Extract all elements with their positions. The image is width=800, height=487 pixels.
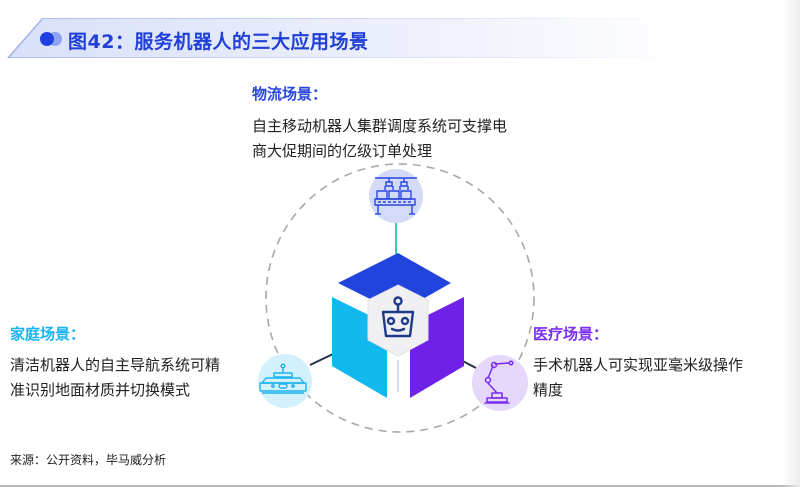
title-bar [0,18,800,58]
figure-title: 图42：服务机器人的三大应用场景 [68,31,369,53]
logistics-description-line: 商大促期间的亿级订单处理 [252,142,433,160]
medical-description-line: 手术机器人可实现亚毫米级操作 [533,356,744,374]
medical-label: 医疗场景： [533,325,609,343]
home-label: 家庭场景： [10,325,86,343]
medical-icon-circle [472,355,528,411]
home-description-line: 准识别地面材质并切换模式 [10,381,191,399]
robot-face-icon [381,296,415,338]
medical-description: 手术机器人可实现亚毫米级操作 精度 [533,353,743,403]
logistics-description: 自主移动机器人集群调度系统可支撑电 商大促期间的亿级订单处理 [252,114,507,164]
home-description-line: 清洁机器人的自主导航系统可精 [10,356,221,374]
home-description: 清洁机器人的自主导航系统可精 准识别地面材质并切换模式 [10,353,220,403]
surgical-robot-arm-icon [484,360,514,404]
logistics-description-line: 自主移动机器人集群调度系统可支撑电 [252,117,508,135]
title-bar-background [7,18,760,58]
cleaning-robot-icon [259,363,307,394]
home-icon-circle [258,354,312,408]
right-edge-shadow [782,0,800,487]
bottom-divider [0,485,800,487]
title-bullet-icon [40,32,54,46]
center-cube [332,253,464,398]
logistics-icon-circle [369,169,423,223]
connector-left [309,353,334,366]
source-note: 来源：公开资料，毕马威分析 [10,453,167,467]
orbit-dashed-circle [265,163,535,433]
conveyor-robot-arms-icon [374,177,417,215]
logistics-label: 物流场景： [252,85,328,103]
medical-description-line: 精度 [533,381,564,399]
